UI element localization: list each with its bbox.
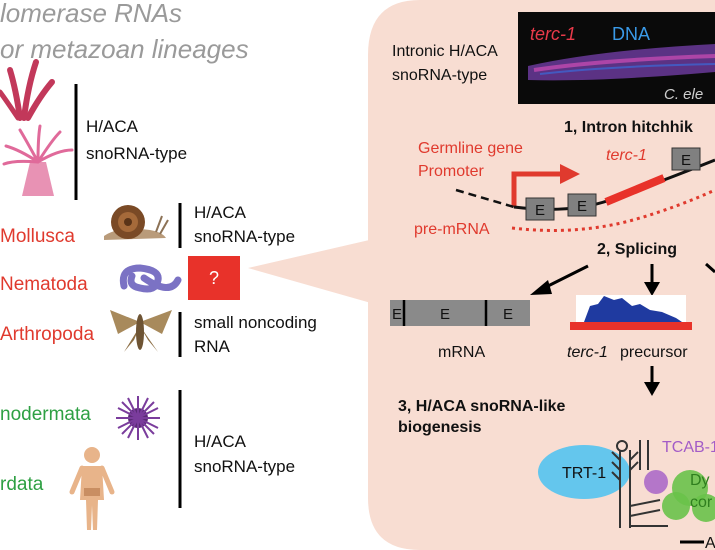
taxon-mollusca: Mollusca	[0, 226, 75, 247]
precursor-track	[570, 295, 692, 330]
svg-text:E: E	[535, 202, 545, 219]
tcab1-label: TCAB-1	[662, 439, 715, 456]
precursor-label: precursor	[620, 344, 688, 361]
dyskerin-complex	[662, 470, 715, 522]
intronic-label-2: snoRNA-type	[392, 67, 487, 84]
svg-text:E: E	[503, 306, 513, 323]
promoter-arrow	[511, 171, 562, 207]
callout-wedge	[248, 238, 378, 305]
mechanism-panel	[368, 0, 715, 550]
svg-text:E: E	[577, 198, 587, 215]
micrograph-label-terc: terc-1	[530, 24, 576, 44]
group-label-top-1: H/ACA	[86, 117, 139, 136]
taxon-echinodermata: nodermata	[0, 404, 91, 425]
anemone-icon	[2, 124, 74, 196]
dyskerin-label-2: cor	[690, 494, 713, 511]
step3-label-2: biogenesis	[398, 419, 482, 436]
premrna-label: pre-mRNA	[414, 221, 490, 238]
figure-title-line1: lomerase RNAs	[0, 0, 182, 28]
mrna-bar: E E E	[390, 300, 530, 326]
tcab1-protein	[644, 470, 668, 494]
splice-arrow-right	[705, 262, 715, 274]
figure-title-line2: or metazoan lineages	[0, 34, 249, 64]
mrna-label: mRNA	[438, 344, 485, 361]
group-label-bottom-2: snoRNA-type	[194, 457, 295, 476]
unknown-type-box	[188, 256, 240, 300]
step2-label: 2, Splicing	[597, 241, 677, 258]
germline-label-1: Germline gene	[418, 140, 523, 157]
promoter-arrowhead	[560, 164, 580, 184]
unknown-type-mark: ?	[209, 268, 219, 288]
group-label-top-2: snoRNA-type	[86, 144, 187, 163]
intronic-label-1: Intronic H/ACA	[392, 43, 498, 60]
rna-structure	[611, 440, 668, 528]
taxon-nematoda: Nematoda	[0, 274, 88, 295]
gene-exon-1: E	[525, 197, 555, 221]
urchin-icon	[116, 396, 160, 440]
germline-label-2: Promoter	[418, 163, 484, 180]
a-tail-label: A	[705, 535, 715, 550]
micrograph-label-dna: DNA	[612, 24, 650, 44]
trt1-protein	[538, 445, 630, 499]
gene-exon-2: E	[567, 193, 597, 217]
group-label-bottom-1: H/ACA	[194, 432, 247, 451]
worm-icon	[119, 264, 182, 293]
terc-segment	[604, 174, 666, 206]
snail-icon	[104, 205, 169, 240]
group-label-mollusca-1: H/ACA	[194, 203, 247, 222]
group-label-arthropoda-1: small noncoding	[194, 313, 317, 332]
human-icon	[69, 447, 115, 530]
taxon-chordata: rdata	[0, 474, 44, 495]
svg-text:E: E	[681, 152, 691, 169]
premrna-dotted	[511, 188, 715, 232]
dyskerin-label-1: Dy	[690, 472, 710, 489]
micrograph-label-species: C. ele	[664, 86, 703, 103]
gene-upstream-dashed	[455, 188, 515, 209]
splice-arrow-down	[644, 264, 660, 296]
micrograph-image	[518, 12, 715, 104]
moth-icon	[110, 310, 172, 352]
step3-label-1: 3, H/ACA snoRNA-like	[398, 398, 566, 415]
group-label-mollusca-2: snoRNA-type	[194, 227, 295, 246]
precursor-terc-label: terc-1	[567, 344, 608, 361]
biogenesis-arrow	[644, 366, 660, 396]
step1-label: 1, Intron hitchhik	[564, 119, 693, 136]
terc-label: terc-1	[606, 147, 647, 164]
taxon-arthropoda: Arthropoda	[0, 324, 94, 345]
svg-text:E: E	[440, 306, 450, 323]
coral-icon	[0, 59, 55, 121]
group-label-arthropoda-2: RNA	[194, 337, 231, 356]
gene-exon-3: E	[671, 147, 701, 171]
trt1-label: TRT-1	[562, 465, 606, 482]
svg-text:E: E	[392, 306, 402, 323]
splice-arrow-left	[530, 264, 589, 295]
